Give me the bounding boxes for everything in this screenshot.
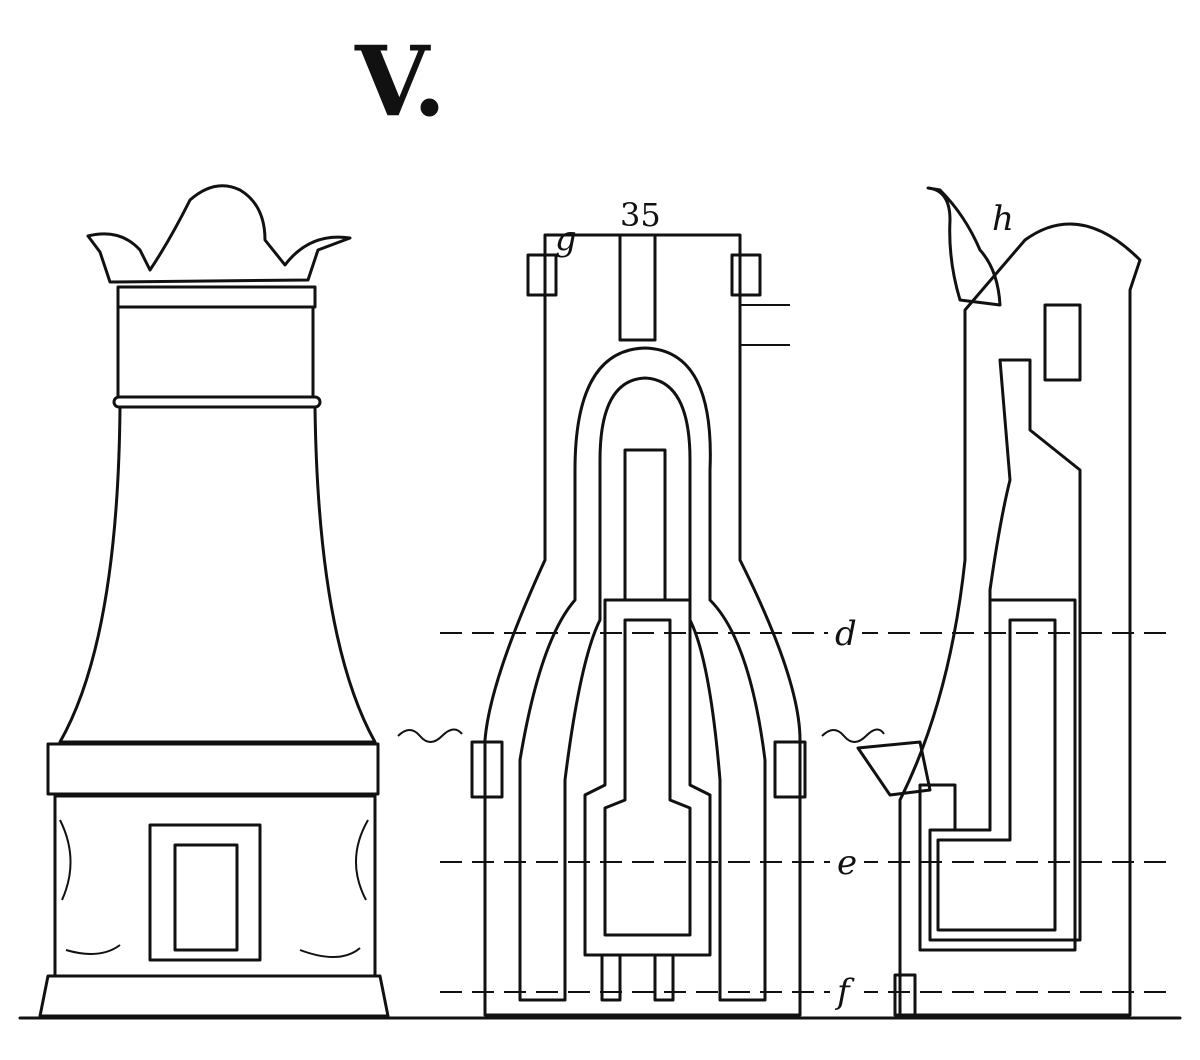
side-foot	[893, 973, 917, 1017]
plate-label: V.	[354, 25, 446, 138]
section-ornament-right	[773, 740, 807, 799]
stove-body	[58, 405, 377, 744]
section-leg-right	[653, 953, 675, 1002]
cornice-band	[116, 285, 317, 309]
crest-ornament	[86, 184, 352, 284]
figure-number: 35	[620, 196, 661, 234]
plinth	[38, 974, 390, 1018]
frieze-panel	[116, 305, 315, 399]
section-firebox	[583, 598, 712, 957]
section-outer-wall	[483, 233, 802, 1017]
label-bg-d	[828, 612, 862, 652]
section-column	[623, 448, 667, 602]
section-label-d: d	[835, 614, 857, 654]
section-flue	[618, 233, 657, 342]
label-bg-e	[830, 842, 864, 882]
side-flue	[1043, 303, 1082, 382]
section-label-e: e	[837, 843, 857, 883]
base-ornament-left	[59, 819, 121, 955]
section-crest-left	[526, 253, 558, 297]
detail-mark-h: h	[992, 199, 1014, 239]
side-crest	[926, 186, 1002, 307]
label-bg-f	[830, 970, 864, 1014]
side-chamber	[928, 358, 1082, 942]
section-leg-left	[600, 953, 622, 1002]
side-firebox	[918, 598, 1077, 952]
section-firebox-void	[603, 618, 692, 937]
break-mark-left	[397, 728, 463, 743]
section-ornament-left	[470, 740, 504, 799]
stove-elevation	[38, 184, 390, 1018]
break-mark-right	[821, 728, 885, 743]
side-firebox-void	[936, 618, 1057, 932]
section-crest-right	[730, 253, 762, 297]
section-chamber	[518, 346, 767, 1002]
oven-door	[173, 843, 239, 952]
base-ornament-right	[299, 819, 369, 959]
section-lines: d e f	[440, 612, 1175, 1014]
side-ornament	[856, 740, 932, 797]
stove-section-front: 35 g	[397, 196, 885, 1017]
stove-section-side: h	[856, 186, 1142, 1017]
oven-door-frame	[148, 823, 262, 962]
detail-mark-g: g	[555, 219, 577, 259]
belt-ornament	[46, 742, 380, 796]
